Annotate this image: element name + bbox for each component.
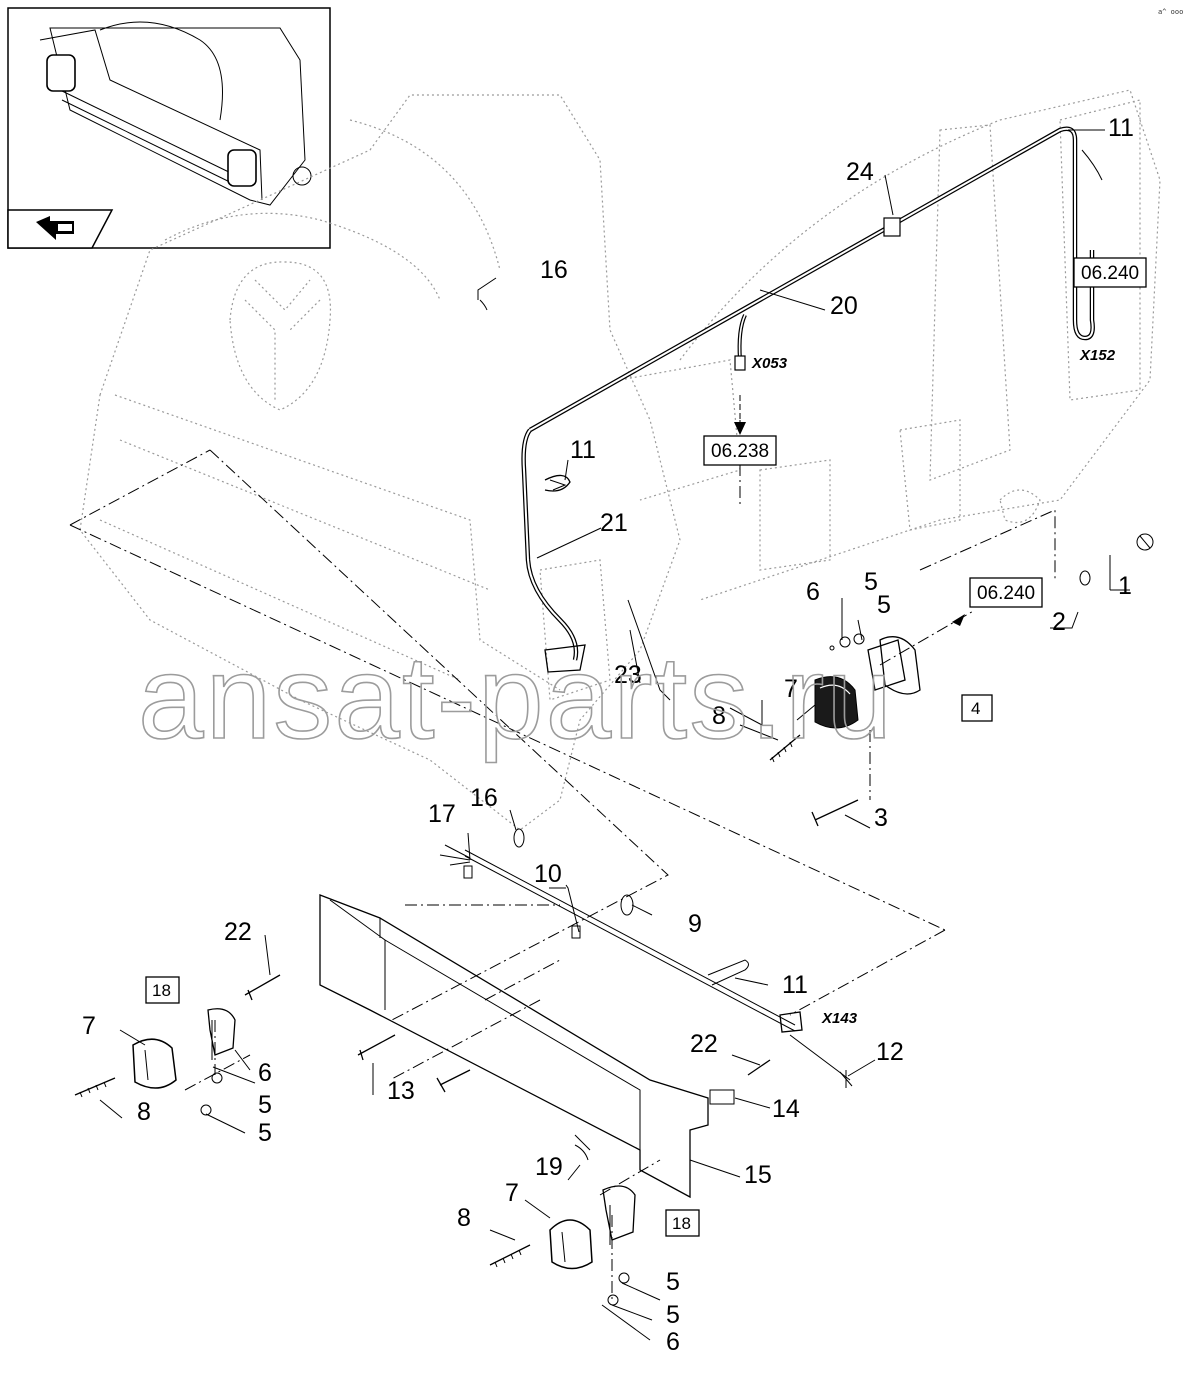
page-ref-box[interactable] xyxy=(1073,257,1147,288)
boxed-callout-4: 4 xyxy=(971,699,980,718)
callout-1: 1 xyxy=(1118,572,1132,600)
callout-8: 8 xyxy=(712,702,726,730)
callout-3: 3 xyxy=(874,804,888,832)
callout-box xyxy=(961,694,993,722)
callout-5: 5 xyxy=(864,568,878,596)
callout-11: 11 xyxy=(782,971,808,999)
callout-14: 14 xyxy=(772,1095,800,1123)
callout-16: 16 xyxy=(470,784,498,812)
watermark: ansat-parts.ru xyxy=(138,632,894,764)
page-ref-box[interactable] xyxy=(703,435,777,466)
callout-7: 7 xyxy=(82,1012,96,1040)
callout-7: 7 xyxy=(505,1179,519,1207)
page-ref-06-238[interactable]: 06.238 xyxy=(711,441,769,462)
callout-box xyxy=(665,1209,700,1237)
callout-5: 5 xyxy=(877,591,891,619)
callout-5: 5 xyxy=(258,1091,272,1119)
machine-body-outline xyxy=(79,89,1161,831)
callout-5: 5 xyxy=(258,1119,272,1147)
callout-23: 23 xyxy=(614,661,642,689)
callout-22: 22 xyxy=(690,1030,718,1058)
arrow-icon xyxy=(734,422,746,435)
callout-12: 12 xyxy=(876,1038,904,1066)
wiring-harness-upper xyxy=(521,126,1103,701)
page-ref-box[interactable] xyxy=(969,577,1043,608)
return-arrow-icon[interactable] xyxy=(36,216,74,240)
callout-8: 8 xyxy=(457,1204,471,1232)
boxed-callout-18: 18 xyxy=(152,981,171,1000)
callout-20: 20 xyxy=(830,292,858,320)
callout-8: 8 xyxy=(137,1098,151,1126)
callout-7: 7 xyxy=(784,675,798,703)
callout-leaders xyxy=(99,129,1130,1341)
arrow-icon xyxy=(952,614,965,626)
callout-6: 6 xyxy=(806,578,820,606)
callout-13: 13 xyxy=(387,1077,415,1105)
callout-11: 11 xyxy=(570,436,596,464)
boxed-callout-18: 18 xyxy=(672,1214,691,1233)
callout-10: 10 xyxy=(534,860,562,888)
callout-24: 24 xyxy=(846,158,874,186)
page-ref-06-240[interactable]: 06.240 xyxy=(977,583,1035,604)
upper-lamp-assembly xyxy=(769,533,1154,827)
lower-bracket-assembly xyxy=(74,828,853,1306)
callout-6: 6 xyxy=(258,1059,272,1087)
callout-15: 15 xyxy=(744,1161,772,1189)
location-inset xyxy=(7,7,331,249)
callout-9: 9 xyxy=(688,910,702,938)
callout-box xyxy=(145,976,180,1004)
callout-6: 6 xyxy=(666,1328,680,1356)
callout-19: 19 xyxy=(535,1153,563,1181)
page-ref-06-240[interactable]: 06.240 xyxy=(1081,263,1139,284)
callout-21: 21 xyxy=(600,509,628,537)
callout-5: 5 xyxy=(666,1301,680,1329)
connector-label-x143: X143 xyxy=(821,1010,858,1027)
connector-label-x053: X053 xyxy=(751,355,788,372)
callout-2: 2 xyxy=(1052,608,1066,636)
callout-22: 22 xyxy=(224,918,252,946)
callout-16: 16 xyxy=(540,256,568,284)
connector-label-x152: X152 xyxy=(1079,347,1116,364)
corner-code: a^ ooo xyxy=(1158,8,1183,16)
callout-5: 5 xyxy=(666,1268,680,1296)
callout-17: 17 xyxy=(428,800,456,828)
callout-11: 11 xyxy=(1108,114,1134,142)
